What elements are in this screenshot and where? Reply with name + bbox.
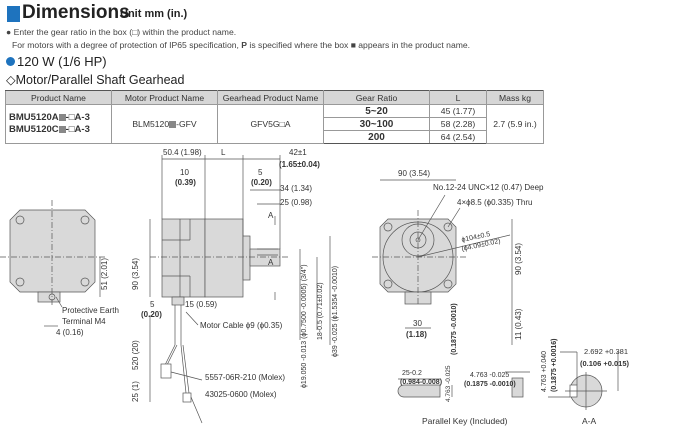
terminal-m4-label: Terminal M4 (62, 317, 106, 326)
dim-51: 51 (2.01) (100, 258, 109, 290)
motor-product: BLM5120 (132, 119, 170, 129)
dim-10: 10 (180, 168, 189, 177)
section-text: 120 W (1/6 HP) (17, 54, 107, 69)
product-name: BMU5120A (9, 112, 59, 123)
dim-90-side: 90 (3.54) (131, 258, 140, 290)
col-header: L (429, 90, 487, 105)
dim-90-top: 90 (3.54) (398, 169, 430, 178)
aa-caption: A-A (582, 416, 597, 426)
dim-shaft-dia: ϕ19.050 -0.013 (ϕ0.7500 -0.0005) (3/4") (301, 264, 308, 388)
title-marker (7, 6, 20, 22)
motor-side-view (149, 155, 331, 403)
dim-42-in: (1.65±0.04) (279, 160, 320, 169)
section-a-mark: A (268, 211, 274, 220)
table-row: BMU5120A-□A-3 BMU5120C-□A-3 BLM5120-GFV … (5, 104, 544, 144)
product-name-suffix: -□A-3 (65, 112, 90, 123)
motor-cable-label: Motor Cable ϕ9 (ϕ0.35) (200, 321, 283, 330)
dim-34: 34 (1.34) (280, 184, 312, 193)
dim-pilot-dia: ϕ39 -0.025 (ϕ1.5354 -0.0010) (332, 266, 339, 357)
note-ip65: For motors with a degree of protection o… (12, 40, 470, 50)
key-caption: Parallel Key (Included) (422, 416, 508, 426)
section-a-a-drawing (548, 351, 619, 410)
note-text: For motors with a degree of protection o… (12, 40, 239, 50)
page-title: Dimensions (22, 2, 130, 23)
note-text: Enter the gear ratio in the box (□) with… (13, 27, 237, 37)
table-row: 200 64 (2.54) (6, 130, 544, 144)
key-width: (0.1875 -0.0010) (451, 303, 458, 355)
note-gear-ratio: ● Enter the gear ratio in the box (□) wi… (6, 27, 237, 37)
key-length-in: (0.984-0.008) (400, 379, 442, 386)
col-header: Gear Ratio (323, 90, 430, 105)
ip65-box-icon (58, 114, 66, 121)
mass-cell: 2.7 (5.9 in.) (486, 104, 544, 144)
ip65-box-icon (58, 126, 66, 133)
note-bold: P (241, 40, 248, 50)
dim-30-in: (1.18) (406, 330, 427, 339)
dim-18: 18-0.5 (0.71±0.02) (317, 282, 324, 340)
parallel-key-drawing (397, 371, 530, 398)
gearhead-front-view (372, 179, 513, 345)
dim-10-in: (0.39) (175, 178, 196, 187)
product-table: Product Name Motor Product Name Gearhead… (5, 90, 544, 144)
dim-30: 30 (413, 319, 422, 328)
dim-25: 25 (0.98) (280, 198, 312, 207)
key-length: 25-0.2 (402, 370, 422, 377)
note-text: is specified where the box ■ appears in … (249, 40, 471, 50)
dim-90-right: 90 (3.54) (514, 243, 523, 275)
dim-5: 5 (258, 168, 263, 177)
key-thickness-in: (0.1875 -0.0010) (464, 381, 516, 388)
motor-product-cell: BLM5120 -GFV (111, 104, 218, 144)
dim-5-cable-in: (0.20) (141, 310, 162, 319)
ip65-box-icon (169, 121, 177, 128)
dim-520: 520 (20) (131, 340, 140, 370)
dim-11: 11 (0.43) (514, 308, 523, 340)
gearhead-product-cell: GFV5G□A (217, 104, 324, 144)
dim-5-cable: 5 (150, 300, 155, 309)
product-name: BMU5120C (9, 124, 59, 135)
dim-5-in: (0.20) (251, 178, 272, 187)
l-cell: 64 (2.54) (429, 130, 487, 144)
tap-label: No.12-24 UNC×12 (0.47) Deep (433, 183, 544, 192)
key-height: 4.763 -0.025 (445, 365, 452, 402)
dimension-labels: 51 (2.01) Protective Earth Terminal M4 4… (56, 148, 629, 426)
section-heading: 120 W (1/6 HP) (6, 54, 107, 69)
section-a-mark: A (268, 258, 274, 267)
aa-depth-in: (0.106 +0.015) (580, 359, 629, 368)
product-name-suffix: -□A-3 (65, 124, 90, 135)
bullet-icon (6, 57, 15, 66)
dim-4: 4 (0.16) (56, 328, 84, 337)
dim-42: 42±1 (289, 148, 307, 157)
aa-height: 4.763 +0.040 (541, 351, 548, 392)
motor-front-view (0, 200, 105, 327)
protective-earth-label: Protective Earth (62, 306, 119, 315)
subsection-heading: ◇Motor/Parallel Shaft Gearhead (6, 73, 185, 87)
connector-2-label: 43025-0600 (Molex) (205, 390, 277, 399)
dim-25-cable: 25 (1) (131, 381, 140, 402)
dim-15: 15 (0.59) (185, 300, 217, 309)
table-row: 30~100 58 (2.28) (6, 117, 544, 131)
aa-height-in: (0.1875 +0.0016) (551, 338, 558, 392)
dim-50-4: 50.4 (1.98) (163, 148, 202, 157)
aa-depth: 2.692 +0.381 (584, 347, 628, 356)
key-thickness: 4.763 -0.025 (470, 372, 509, 379)
motor-product-suffix: -GFV (176, 119, 197, 129)
dim-L: L (221, 148, 226, 157)
unit-label: Unit mm (in.) (120, 8, 188, 20)
connector-1-label: 5557-06R-210 (Molex) (205, 373, 285, 382)
holes-label: 4×ϕ8.5 (ϕ0.335) Thru (457, 198, 532, 207)
